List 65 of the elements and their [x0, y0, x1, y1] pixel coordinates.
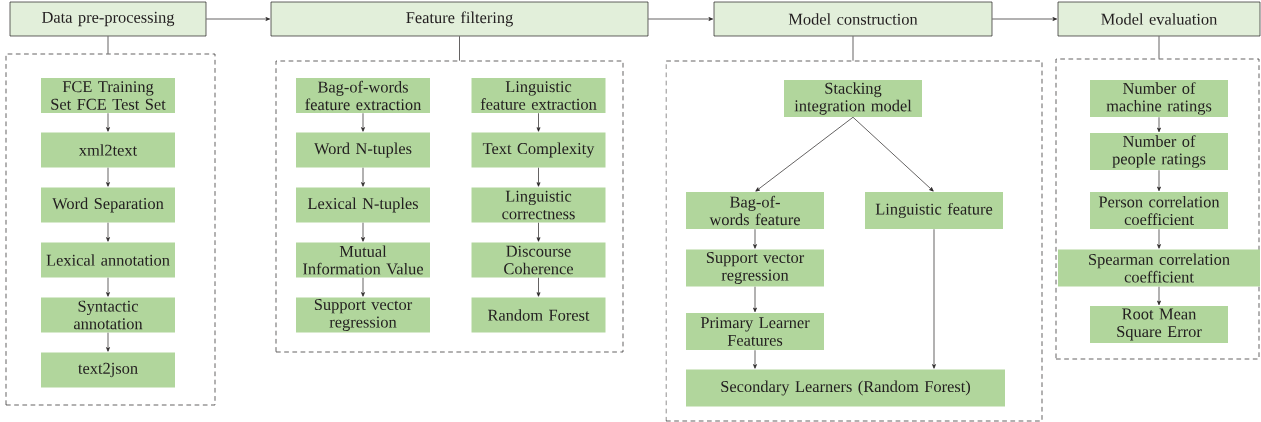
- connector-line: [107, 36, 109, 54]
- arrow: [1157, 286, 1161, 306]
- step-box: Spearman correlation coefficient: [1058, 249, 1260, 287]
- step-box: FCE Training Set FCE Test Set: [41, 78, 175, 113]
- step-box: Number of machine ratings: [1090, 80, 1228, 117]
- step-box: Lexical annotation: [41, 242, 175, 278]
- stage-header-box: Feature filtering: [270, 1, 649, 37]
- arrow: [361, 277, 365, 297]
- arrow: [753, 349, 757, 369]
- dashed-frame: [665, 60, 1043, 422]
- step-box: Linguistic feature: [865, 192, 1003, 229]
- step-box: Linguistic correctness: [471, 187, 606, 223]
- connector-line: [459, 36, 460, 61]
- step-box: Word N-tuples: [296, 132, 430, 168]
- connector-line: [1158, 36, 1160, 59]
- stage-header-box: Model construction: [713, 1, 993, 37]
- arrow: [206, 17, 271, 21]
- arrow: [106, 222, 110, 242]
- step-box: Secondary Learners (Random Forest): [686, 369, 1005, 407]
- connector-line: [852, 36, 854, 61]
- step-box: Bag-of-words feature extraction: [296, 78, 430, 113]
- arrow: [106, 167, 110, 187]
- step-box: Support vector regression: [296, 297, 430, 333]
- arrow: [648, 17, 714, 21]
- step-box: Word Separation: [41, 187, 175, 223]
- step-box: xml2text: [41, 132, 175, 168]
- arrow: [753, 286, 757, 313]
- step-box: Root Mean Square Error: [1090, 306, 1228, 343]
- arrow: [992, 17, 1058, 21]
- arrow: [106, 332, 110, 352]
- step-box: Stacking integration model: [784, 80, 922, 117]
- arrow: [361, 112, 365, 132]
- arrow: [106, 112, 110, 132]
- stage-header-box: Data pre-processing: [9, 1, 207, 37]
- step-box: Bag-of-words feature: [686, 192, 824, 229]
- step-box: Mutual Information Value: [296, 242, 430, 278]
- arrow: [536, 277, 541, 297]
- arrow: [1157, 169, 1161, 192]
- step-box: Linguistic feature extraction: [471, 78, 606, 113]
- step-box: Number of people ratings: [1090, 133, 1228, 170]
- step-box: Random Forest: [471, 297, 606, 333]
- step-box: Primary Learner Features: [686, 313, 824, 350]
- arrow: [755, 116, 854, 192]
- arrow: [361, 222, 365, 242]
- dashed-frame: [5, 53, 216, 406]
- step-box: Text Complexity: [471, 132, 606, 168]
- arrow: [361, 167, 365, 187]
- step-box: Syntactic annotation: [41, 297, 175, 333]
- stage-header-box: Model evaluation: [1057, 1, 1261, 37]
- step-box: text2json: [41, 352, 175, 388]
- arrow: [1157, 228, 1161, 249]
- dashed-frame: [275, 60, 624, 353]
- arrow: [536, 167, 541, 187]
- step-box: Lexical N-tuples: [296, 187, 430, 223]
- step-box: Discourse Coherence: [471, 242, 606, 278]
- arrow: [1157, 116, 1161, 133]
- step-box: Person correlation coefficient: [1090, 192, 1228, 229]
- arrow: [106, 277, 110, 297]
- arrow: [753, 228, 757, 249]
- arrow: [536, 222, 541, 242]
- arrow: [852, 116, 934, 192]
- arrow: [536, 112, 541, 132]
- arrow: [932, 228, 936, 369]
- dashed-frame: [1055, 58, 1260, 360]
- step-box: Support vector regression: [686, 249, 824, 287]
